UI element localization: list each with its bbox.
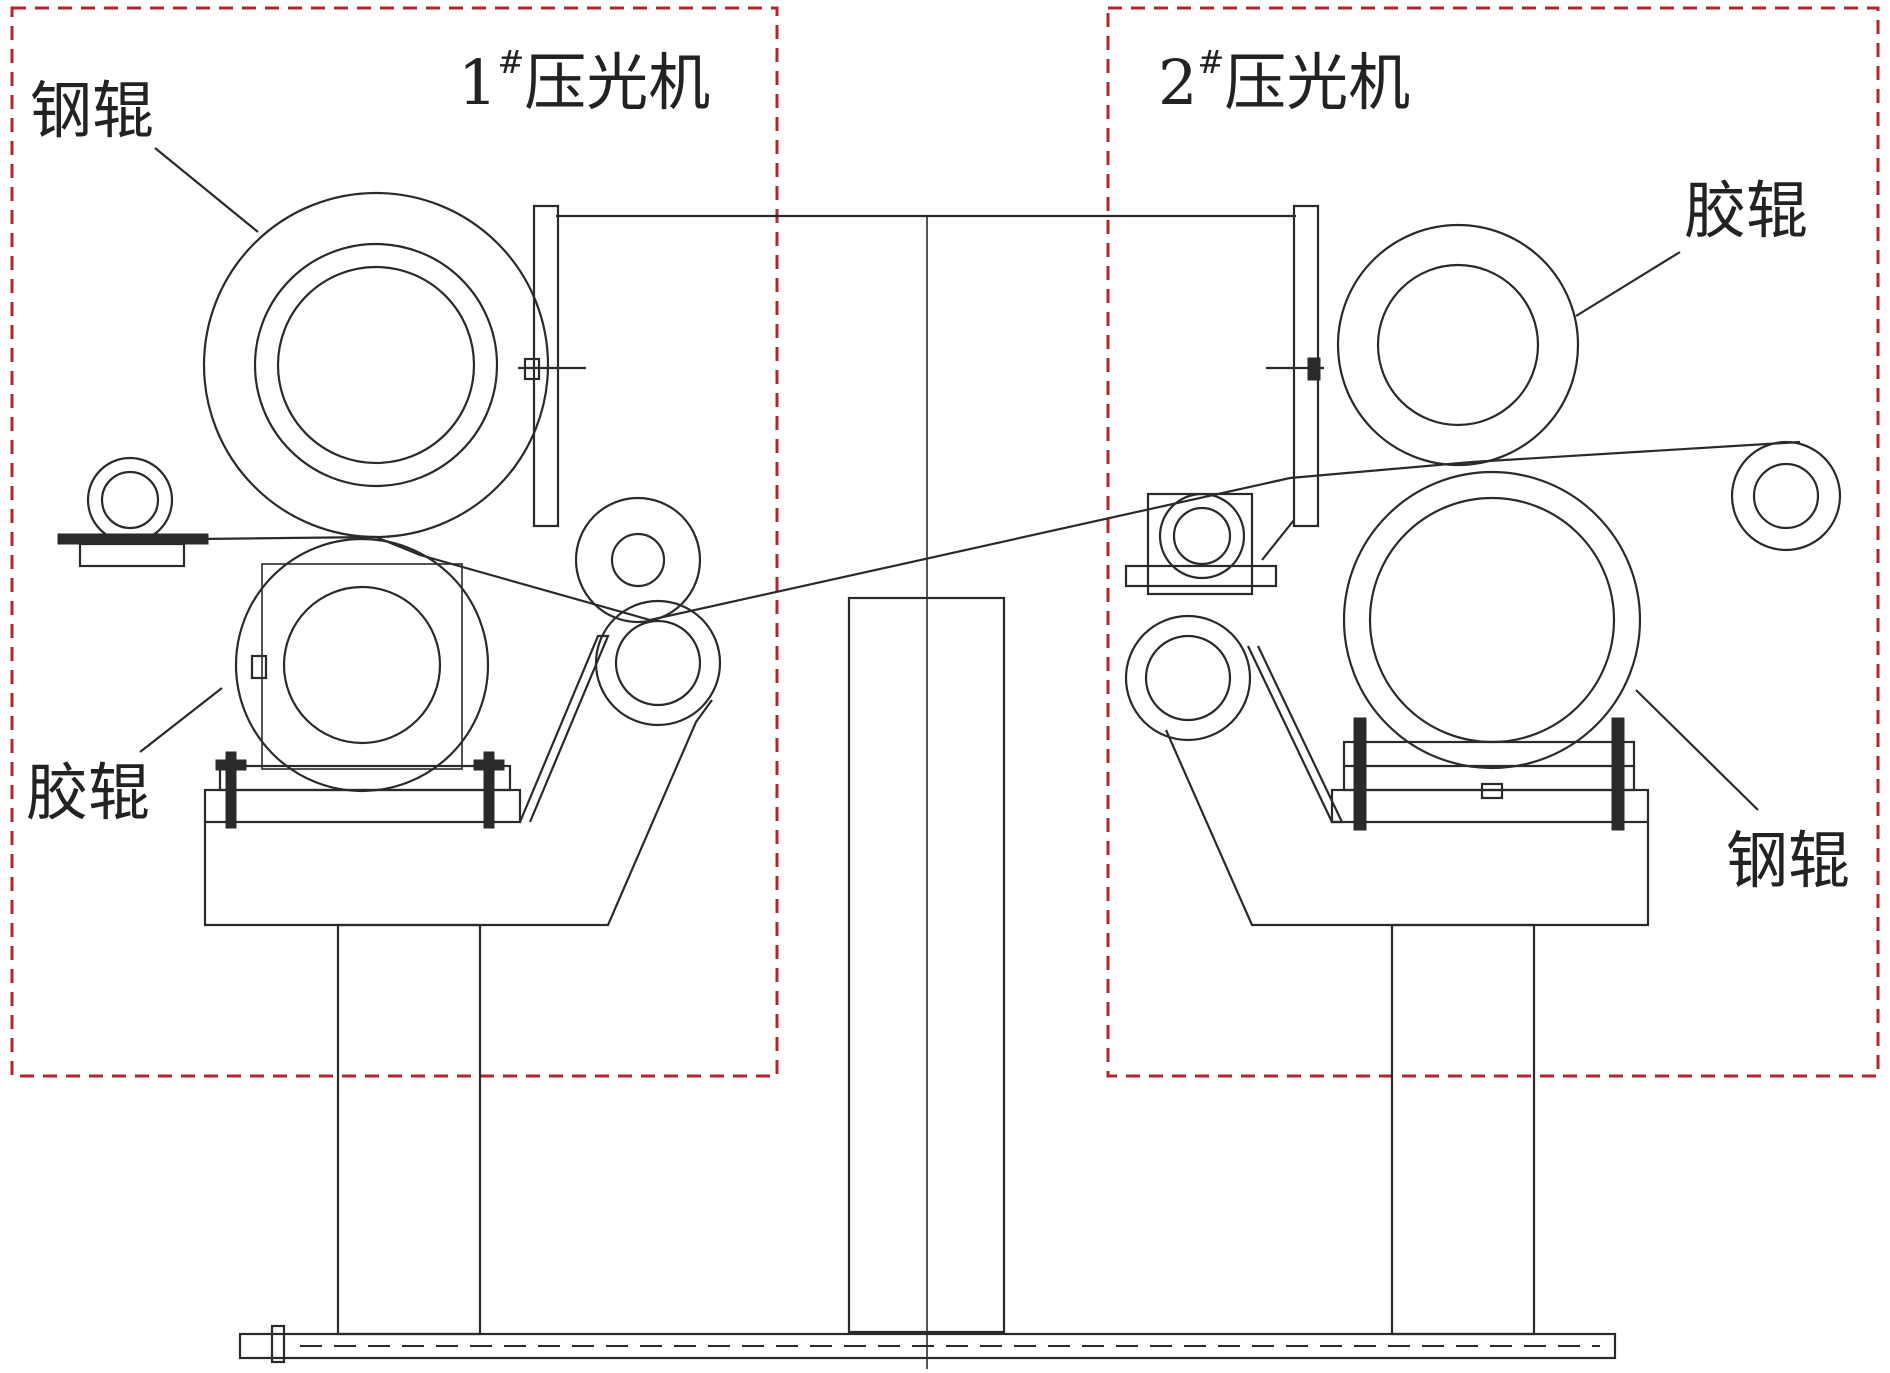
m1-steel-roll-mid: [253, 242, 499, 488]
machine-1-title: 1#压光机: [458, 46, 710, 114]
m1-pedestal: [336, 923, 482, 1336]
m2-clamp-bolt-l: [1353, 717, 1367, 831]
machine-2-sup: #: [1197, 43, 1225, 81]
machine-2-number: 2: [1158, 46, 1198, 119]
m2-clamp-mark: [1480, 782, 1504, 800]
m2-rubber-roll-label: 胶辊: [1684, 174, 1809, 247]
m1-clamp-bolt-r: [483, 751, 495, 829]
center-column: [847, 596, 1006, 1334]
m2-frame-link: [1261, 519, 1295, 561]
m1-rubber-roll-outer: [234, 537, 490, 793]
m2-bolt: [1307, 357, 1321, 381]
m2-small-roll-upper-inner: [1172, 506, 1232, 566]
m1-rubber-roll-mark: [250, 654, 268, 680]
m1-clamp-bolt-l: [225, 751, 237, 829]
m1-rubber-roll-inner: [282, 585, 442, 745]
m1-clamp-bar-top: [218, 764, 512, 792]
m1-guide-plate: [57, 533, 209, 545]
m2-small-roll-plate: [1124, 564, 1278, 588]
m2-steel-roll-outer: [1342, 470, 1642, 770]
m2-rubber-leader: [1575, 251, 1681, 317]
m2-rubber-roll-outer: [1336, 223, 1580, 467]
m1-support-body: [203, 699, 713, 927]
m2-steel-leader: [1635, 689, 1759, 811]
machine-2-title: 2#压光机: [1158, 46, 1410, 114]
machine-1-name: 压光机: [524, 46, 711, 119]
m2-lower-guide-inner: [1144, 634, 1232, 722]
m1-rubber-leader: [139, 687, 223, 753]
m1-clamp-head-l: [215, 759, 247, 771]
m2-guide-roll-inner: [1752, 462, 1820, 530]
m1-upper-guide-outer: [574, 496, 702, 624]
m1-guide-roll-inner: [100, 470, 160, 530]
m1-rubber-roll-label: 胶辊: [26, 756, 151, 829]
m1-rubber-roll-box: [261, 563, 463, 770]
base-rail-clip: [270, 1324, 286, 1364]
m2-rubber-roll-inner: [1376, 263, 1540, 427]
m1-steel-leader: [154, 147, 259, 233]
base-rail: [238, 1332, 1617, 1360]
m2-steel-roll-label: 钢辊: [1726, 824, 1851, 897]
m2-clamp-bar: [1330, 788, 1650, 824]
m1-clamp-bar: [203, 788, 522, 824]
machine-1-boundary: [10, 6, 779, 1078]
m1-lower-guide-inner: [614, 619, 702, 707]
m1-bolt: [523, 357, 541, 381]
m2-lower-guide-outer: [1124, 614, 1252, 742]
machine-1-number: 1: [458, 46, 498, 119]
m2-support-arm: [1247, 645, 1344, 824]
machine-1-sup: #: [497, 43, 525, 81]
m2-small-roll-upper-outer: [1158, 492, 1246, 580]
m1-clamp-head-r: [473, 759, 505, 771]
m2-support-body: [1164, 729, 1650, 927]
machine-2-boundary: [1106, 6, 1880, 1078]
m1-guide-base: [78, 542, 186, 568]
m1-frame-plate: [532, 204, 560, 528]
m1-steel-roll-inner: [276, 265, 476, 465]
m2-pedestal: [1390, 923, 1536, 1336]
m2-clamp-bolt-r: [1611, 717, 1625, 831]
m2-steel-roll-inner: [1368, 496, 1616, 744]
m1-guide-roll-outer: [86, 456, 174, 544]
m1-steel-roll-label: 钢辊: [30, 74, 155, 147]
m1-upper-guide-inner: [610, 532, 666, 588]
machine-2-name: 压光机: [1224, 46, 1411, 119]
m2-guide-roll-outer: [1730, 440, 1842, 552]
m1-support-arm: [518, 634, 610, 823]
web-path: [199, 440, 1801, 622]
